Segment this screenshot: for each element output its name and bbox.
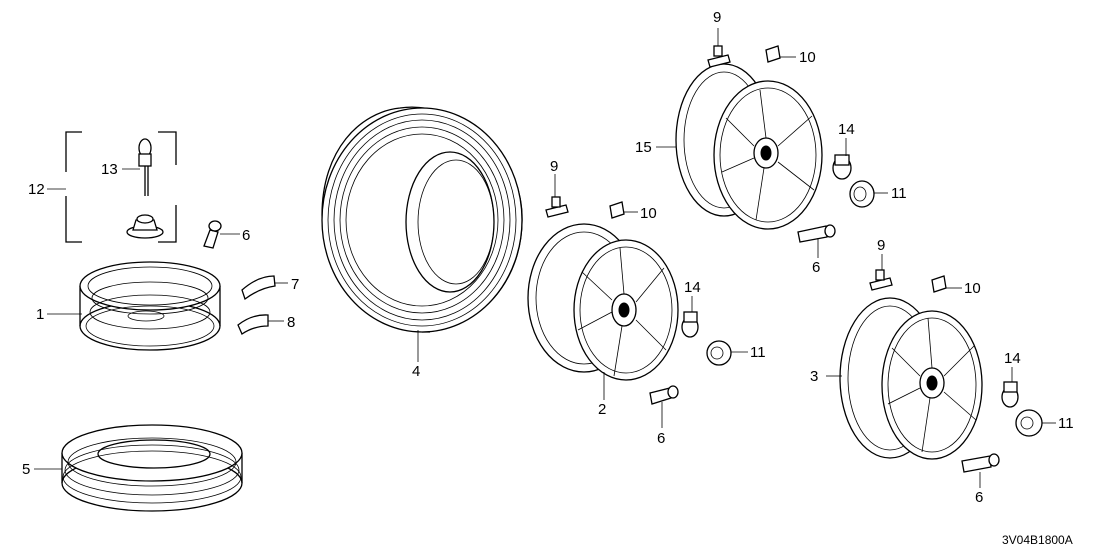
diagram-code: 3V04B1800A — [1002, 533, 1073, 547]
callout-15: 15 — [635, 139, 652, 156]
callout-6-left: 6 — [242, 227, 250, 244]
callout-8: 8 — [287, 314, 295, 331]
valve-part-6-center — [649, 385, 679, 405]
valve-part-6-bottom-right — [961, 453, 1000, 473]
weight-part-9-c — [869, 269, 893, 291]
weight-part-10-c — [931, 275, 947, 293]
callout-1: 1 — [36, 306, 44, 323]
valve-stem-part-13 — [138, 138, 152, 196]
callout-4: 4 — [412, 363, 420, 380]
lug-nut-part-14-c — [1001, 381, 1019, 408]
callout-6-center: 6 — [657, 430, 665, 447]
spare-wheel-part-1 — [79, 261, 221, 351]
callout-6-top-right: 6 — [812, 259, 820, 276]
callout-11-center: 11 — [750, 344, 766, 361]
callout-11-top: 11 — [891, 185, 907, 202]
alloy-wheel-part-2 — [527, 223, 679, 381]
callout-11-right: 11 — [1058, 415, 1074, 432]
weight-part-10-a — [765, 45, 781, 63]
lug-nut-part-14-a — [832, 154, 852, 180]
alloy-wheel-part-15 — [675, 63, 823, 230]
balance-weight-part-7 — [241, 275, 276, 301]
callout-13: 13 — [101, 161, 118, 178]
callout-14-center: 14 — [684, 279, 701, 296]
callout-2: 2 — [598, 401, 606, 418]
callout-7: 7 — [291, 276, 299, 293]
lug-nut-part-14-b — [681, 311, 699, 338]
valve-part-6-top-right — [797, 224, 836, 243]
weight-part-9-b — [545, 196, 569, 218]
callout-9-top: 9 — [713, 9, 721, 26]
valve-assembly-bracket — [65, 131, 177, 243]
center-cap-part-11-a — [849, 180, 875, 208]
callout-10-top: 10 — [799, 49, 816, 66]
callout-6-bottom-right: 6 — [975, 489, 983, 506]
balance-weight-part-8 — [237, 314, 269, 335]
weight-part-9-a — [707, 45, 731, 68]
callout-10-right: 10 — [964, 280, 981, 297]
tire-part-4 — [321, 106, 523, 333]
callout-9-right: 9 — [877, 237, 885, 254]
valve-grommet-part-12 — [126, 214, 164, 239]
callout-3: 3 — [810, 368, 818, 385]
center-cap-part-11-b — [706, 340, 732, 366]
callout-10-center: 10 — [640, 205, 657, 222]
alloy-wheel-part-3 — [839, 297, 983, 460]
callout-14-right: 14 — [1004, 350, 1021, 367]
callout-14-top: 14 — [838, 121, 855, 138]
leader-lines — [34, 28, 1056, 488]
center-cap-part-11-c — [1015, 409, 1043, 437]
callout-12: 12 — [28, 181, 45, 198]
callout-5: 5 — [22, 461, 30, 478]
callout-9-center: 9 — [550, 158, 558, 175]
weight-part-10-b — [609, 201, 625, 219]
spare-tire-part-5 — [61, 424, 243, 512]
valve-part-6-left — [203, 220, 222, 249]
